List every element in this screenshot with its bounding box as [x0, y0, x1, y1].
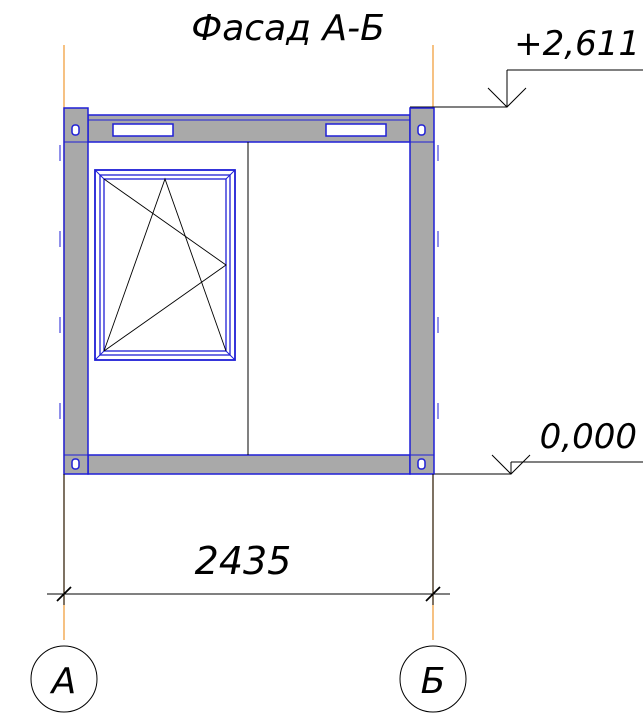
elevation-label-top: +2,611 [514, 24, 640, 64]
width-dimension: 2435 [47, 474, 450, 605]
window-frame-inner [99, 174, 231, 356]
axis-marker-b: Б [399, 645, 467, 713]
axis-marker-a: А [30, 645, 98, 713]
right-column [409, 107, 435, 475]
axis-label-a: А [50, 661, 77, 702]
window [94, 169, 236, 361]
left-column [63, 107, 89, 475]
window-turn-symbol [103, 178, 227, 352]
fork-pocket-right [325, 123, 387, 137]
fork-pocket-left [112, 123, 174, 137]
elevation-label-bottom: 0,000 [540, 417, 637, 457]
elevation-mark-bottom: 0,000 [433, 417, 643, 475]
window-frame-outer [94, 169, 236, 361]
width-dimension-value: 2435 [195, 539, 292, 583]
corner-fitting-top-right [417, 124, 426, 136]
corner-fitting-bottom-right [417, 458, 426, 470]
facade-title: Фасад А-Б [191, 8, 385, 49]
corner-fitting-top-left [71, 124, 80, 136]
corner-fitting-bottom-left [71, 458, 80, 470]
window-tilt-symbol [103, 177, 227, 352]
bottom-beam [87, 454, 411, 475]
container-frame [59, 107, 439, 475]
elevation-mark-top: +2,611 [410, 24, 643, 108]
axis-label-b: Б [421, 661, 446, 702]
